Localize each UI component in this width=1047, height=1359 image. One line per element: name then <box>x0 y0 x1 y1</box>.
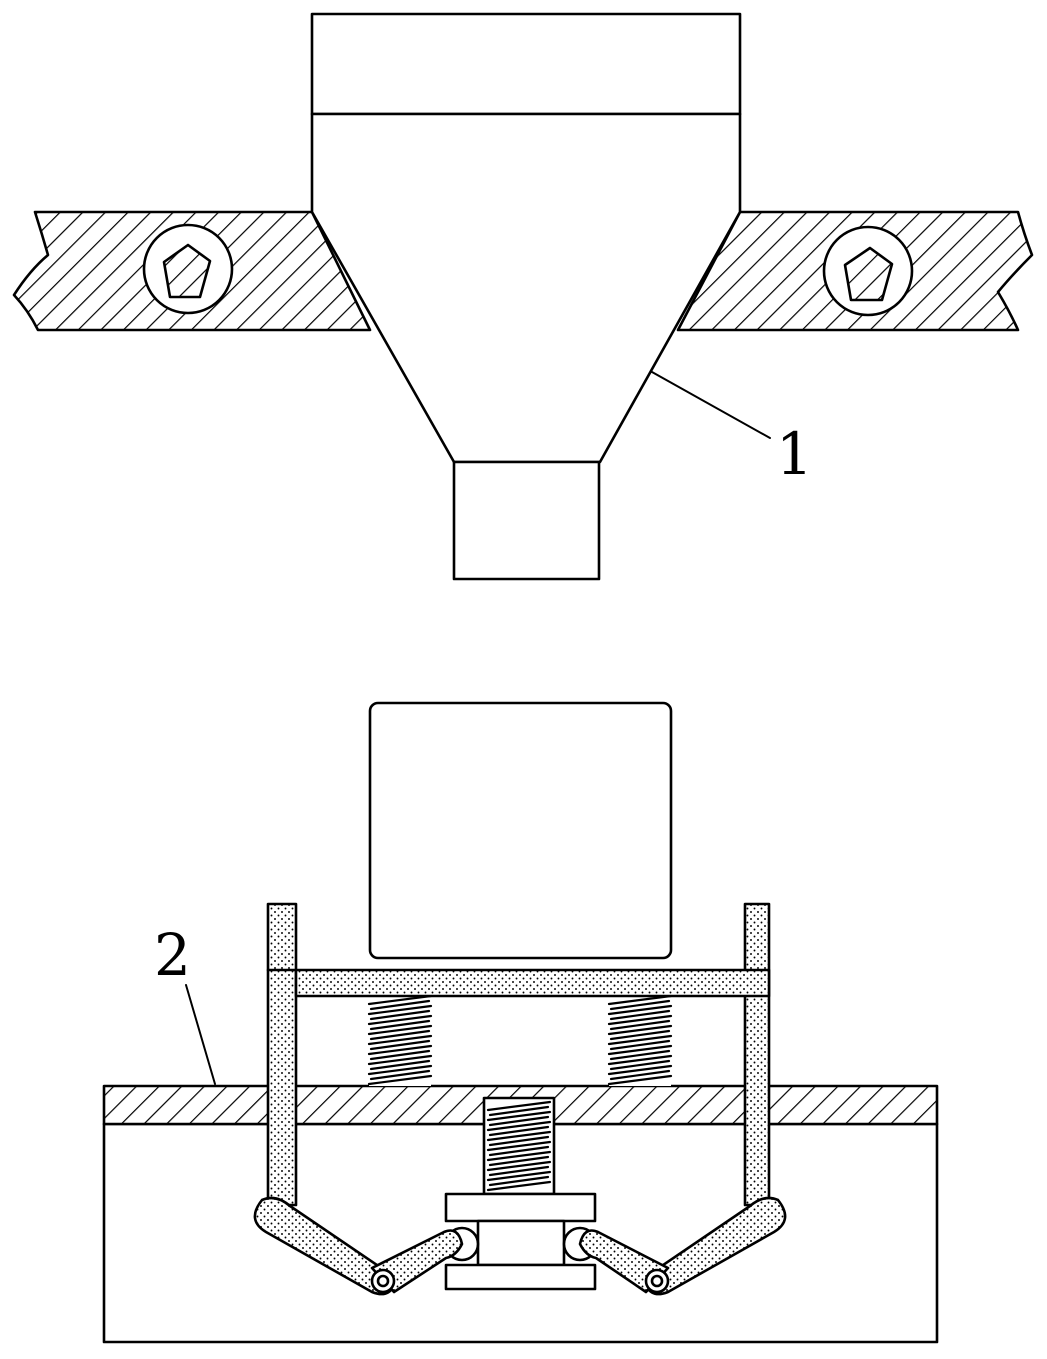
lower-mechanism <box>444 1192 598 1291</box>
label-2: 2 <box>154 921 191 989</box>
frame-left-post <box>266 902 298 1207</box>
hopper-top-box <box>310 12 742 116</box>
right-spring <box>607 994 673 1086</box>
leader-1 <box>651 371 771 439</box>
right-linkage <box>578 1196 787 1296</box>
upper-plate-small <box>444 1192 597 1223</box>
frame-right-post <box>743 902 771 1207</box>
lower-plate-small <box>444 1263 597 1291</box>
hopper-outlet <box>452 460 601 581</box>
center-column <box>476 1219 566 1267</box>
frame <box>266 902 771 1207</box>
right-lever-outer <box>642 1196 787 1296</box>
left-bolt <box>142 223 234 315</box>
left-linkage <box>253 1196 464 1296</box>
frame-crossbar <box>266 968 771 998</box>
hopper-body <box>310 112 742 464</box>
center-spring <box>482 1096 556 1196</box>
left-bolt-head <box>162 243 212 299</box>
right-bolt-head <box>843 246 894 302</box>
leader-2 <box>185 984 216 1085</box>
upper-block <box>368 701 673 960</box>
label-1: 1 <box>776 420 813 488</box>
left-spring <box>367 994 433 1086</box>
right-bolt <box>822 225 914 317</box>
left-lever-inner <box>370 1229 464 1294</box>
left-lever-outer <box>253 1196 398 1296</box>
hopper <box>310 12 742 581</box>
springs <box>367 994 673 1196</box>
